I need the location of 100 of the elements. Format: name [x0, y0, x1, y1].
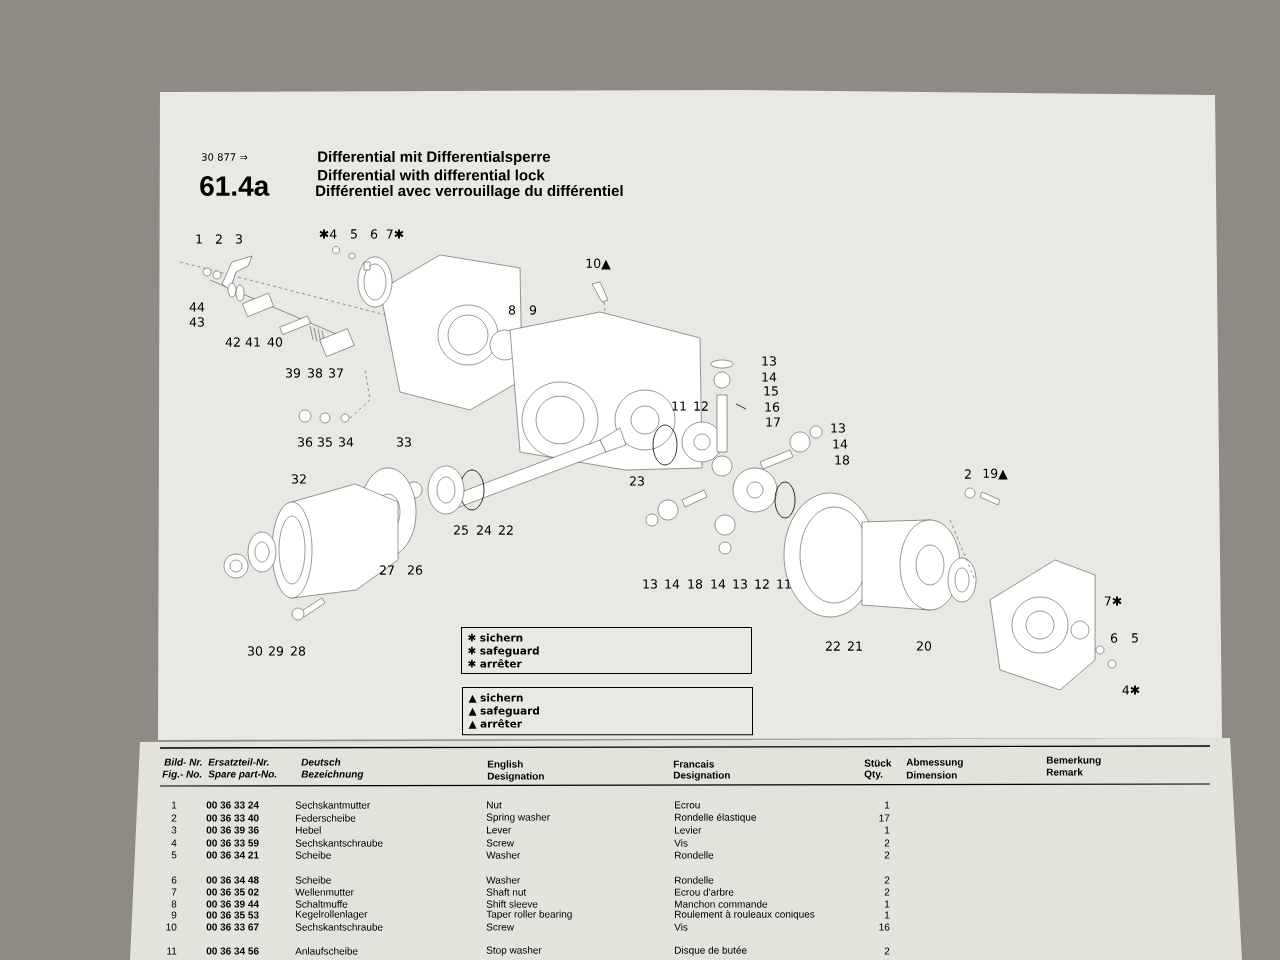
callout-number: 8 [508, 305, 516, 315]
title-line: Differential with differential lock [318, 169, 545, 181]
callout-number: 2 [215, 234, 222, 244]
table-cell: 2 [884, 888, 890, 896]
table-cell: Hebel [296, 826, 321, 834]
callout-number: 41 [245, 337, 260, 347]
callout-number: 24 [476, 525, 492, 535]
table-cell: Screw [486, 923, 514, 931]
callout-number: 22 [498, 525, 513, 535]
callout-number: 18 [835, 455, 850, 465]
table-cell: 00 36 39 36 [206, 826, 259, 834]
figure-number: 61.4a [200, 176, 270, 196]
column-header: Ersatzteil-Nr. [208, 758, 269, 766]
callout-number: 13 [733, 579, 747, 589]
column-header: Spare part-No. [208, 770, 277, 780]
column-header: English [487, 760, 523, 770]
table-cell: Federscheibe [296, 814, 356, 822]
callout-number: 13 [762, 356, 776, 366]
table-cell: Rondelle [675, 876, 714, 884]
table-cell: Shaft nut [486, 888, 527, 896]
table-cell: Rondelle élastique [675, 813, 756, 823]
callout-number: 36 [298, 437, 313, 447]
table-cell: 2 [884, 839, 890, 847]
table-cell: Roulement à rouleaux coniques [675, 910, 815, 920]
callout-number: 18 [688, 579, 703, 589]
callout-number: 7✱ [386, 229, 404, 239]
table-cell: 00 36 34 48 [206, 876, 259, 884]
table-cell: 11 [167, 947, 177, 955]
table-cell: Nut [487, 801, 502, 809]
table-cell: Kegelrollenlager [296, 910, 368, 920]
table-cell: 00 36 35 53 [206, 911, 259, 919]
table-cell: Sechskantmutter [295, 801, 371, 809]
table-cell: 9 [171, 911, 177, 919]
table-cell: 1 [172, 801, 177, 809]
table-cell: 2 [884, 851, 890, 859]
callout-number: 21 [847, 641, 862, 651]
callout-number: 43 [189, 317, 204, 327]
column-header: Deutsch [301, 758, 341, 766]
table-cell: 1 [885, 900, 890, 908]
callout-number: 13 [643, 579, 657, 589]
callout-number: 2 [964, 469, 971, 479]
column-header: Designation [487, 772, 544, 782]
callout-number: 1 [196, 234, 202, 244]
table-cell: Sechskantschraube [295, 923, 383, 931]
callout-number: 26 [407, 565, 423, 575]
callout-number: 4✱ [1122, 685, 1140, 695]
table-cell: 4 [171, 839, 177, 847]
callout-number: 13 [831, 423, 845, 433]
callout-number: 14 [665, 579, 680, 589]
column-header: Fig.- No. [162, 770, 202, 780]
table-cell: 2 [884, 947, 890, 955]
table-cell: Ecrou d'arbre [675, 888, 734, 896]
column-header: Bild- Nr. [164, 758, 202, 766]
note-box: ✱ sichern ✱ safeguard ✱ arrêter [461, 627, 752, 675]
callout-number: 42 [225, 337, 240, 347]
column-header: Dimension [906, 771, 957, 779]
table-cell: 1 [885, 826, 890, 834]
table-cell: 00 36 34 21 [206, 851, 259, 859]
callout-number: 17 [766, 417, 780, 427]
table-cell: Shift sleeve [486, 900, 538, 908]
callout-number: 27 [379, 565, 394, 575]
table-cell: Anlaufscheibe [295, 947, 358, 955]
table-cell: Ecrou [675, 801, 700, 809]
column-header: Bemerkung [1046, 756, 1101, 766]
callout-number: 34 [339, 437, 354, 447]
table-cell: 16 [879, 923, 890, 931]
column-header: Francais [673, 760, 714, 768]
column-header: Qty. [864, 770, 883, 780]
table-cell: Schaltmuffe [295, 900, 348, 908]
table-cell: 3 [171, 826, 177, 834]
table-cell: 1 [885, 801, 890, 809]
callout-number: 19▲ [983, 468, 1008, 480]
callout-number: 11 [777, 579, 791, 589]
table-cell: Rondelle [675, 851, 714, 859]
note-box: ▲ sichern ▲ safeguard ▲ arrêter [462, 687, 753, 736]
table-cell: Disque de butée [675, 946, 747, 956]
table-cell: Manchon commande [675, 900, 768, 908]
table-cell: Scheibe [295, 851, 331, 859]
table-cell: 8 [171, 900, 177, 908]
table-cell: Spring washer [486, 813, 550, 823]
column-header: Stück [864, 759, 892, 767]
callout-number: 30 [248, 646, 263, 656]
callout-number: 25 [453, 525, 468, 535]
table-cell: Lever [487, 826, 512, 834]
table-cell: 5 [171, 851, 177, 859]
column-header: Remark [1046, 768, 1083, 776]
callout-number: 5 [351, 229, 357, 239]
callout-number: 12 [755, 579, 769, 589]
column-header: Abmessung [906, 758, 963, 768]
callout-number: 9 [529, 305, 537, 315]
table-cell: 2 [884, 876, 890, 884]
table-cell: Scheibe [295, 876, 331, 884]
title-line: Differential mit Differentialsperre [318, 151, 551, 165]
callout-number: 39 [286, 368, 301, 378]
callout-number: 22 [825, 641, 840, 651]
callout-number: 33 [397, 437, 411, 447]
callout-number: 14 [762, 372, 777, 382]
callout-number: 6 [370, 229, 378, 239]
table-cell: 00 36 34 56 [206, 947, 259, 955]
callout-number: 38 [308, 368, 323, 378]
